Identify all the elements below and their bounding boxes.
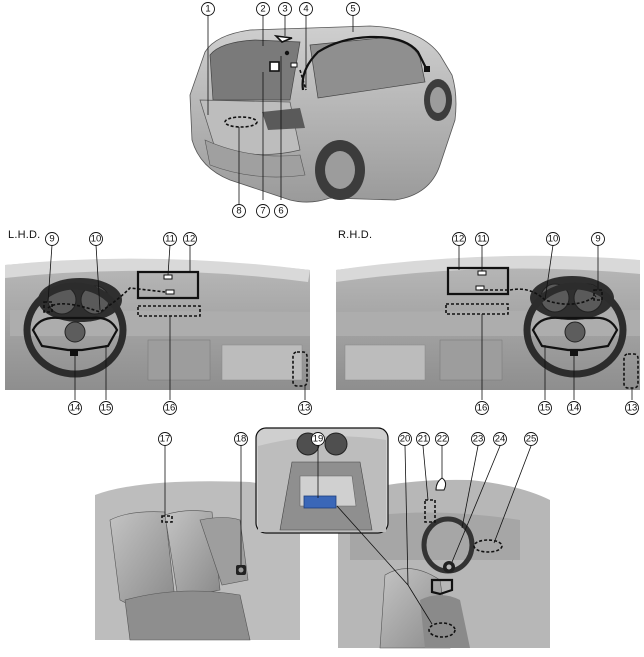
svg-text:12: 12 xyxy=(454,234,465,245)
callout-16-lhd: 16 xyxy=(163,401,177,415)
middle-callout-leaders xyxy=(47,244,633,400)
rear-cabin-illustration xyxy=(95,481,300,641)
svg-text:3: 3 xyxy=(282,4,287,15)
svg-text:9: 9 xyxy=(595,234,600,245)
callout-14-rhd: 14 xyxy=(567,401,581,415)
callout-9-rhd: 9 xyxy=(591,232,605,246)
callout-12-lhd: 12 xyxy=(183,232,197,246)
callout-10-rhd: 10 xyxy=(546,232,560,246)
callout-8: 8 xyxy=(232,204,246,218)
callout-15-lhd: 15 xyxy=(99,401,113,415)
callout-5: 5 xyxy=(346,2,360,16)
svg-text:19: 19 xyxy=(313,434,324,445)
callout-4: 4 xyxy=(299,2,313,16)
callout-12-rhd: 12 xyxy=(452,232,466,246)
svg-text:13: 13 xyxy=(300,403,311,414)
svg-text:13: 13 xyxy=(627,403,638,414)
svg-text:18: 18 xyxy=(236,434,247,445)
svg-text:11: 11 xyxy=(165,234,175,245)
top-callout-leaders xyxy=(207,16,354,204)
callout-24: 24 xyxy=(493,432,507,446)
svg-text:4: 4 xyxy=(303,4,308,15)
lhd-label: L.H.D. xyxy=(8,229,41,241)
svg-text:11: 11 xyxy=(477,234,487,245)
callout-17: 17 xyxy=(158,432,172,446)
callout-16-rhd: 16 xyxy=(475,401,489,415)
svg-text:23: 23 xyxy=(473,434,484,445)
svg-text:7: 7 xyxy=(260,206,265,217)
callout-21: 21 xyxy=(416,432,430,446)
console-zoom-inset xyxy=(255,427,409,586)
callout-2: 2 xyxy=(256,2,270,16)
svg-text:25: 25 xyxy=(526,434,537,445)
callout-1: 1 xyxy=(201,2,215,16)
svg-text:16: 16 xyxy=(165,403,176,414)
callout-25: 25 xyxy=(524,432,538,446)
callout-3: 3 xyxy=(278,2,292,16)
rhd-dashboard-illustration xyxy=(336,255,640,390)
vehicle-exterior-illustration xyxy=(189,25,457,203)
svg-text:10: 10 xyxy=(91,234,102,245)
svg-text:12: 12 xyxy=(185,234,196,245)
callout-7: 7 xyxy=(256,204,270,218)
rhd-label: R.H.D. xyxy=(338,229,373,241)
bottom-callout-leaders xyxy=(164,445,532,625)
callout-15-rhd: 15 xyxy=(538,401,552,415)
lhd-dashboard-illustration xyxy=(5,258,310,390)
callout-11-rhd: 11 xyxy=(475,232,489,246)
callout-10-lhd: 10 xyxy=(89,232,103,246)
svg-text:14: 14 xyxy=(569,403,580,414)
svg-text:6: 6 xyxy=(278,206,283,217)
svg-text:22: 22 xyxy=(437,434,448,445)
svg-text:8: 8 xyxy=(236,206,241,217)
svg-text:17: 17 xyxy=(160,434,171,445)
svg-text:10: 10 xyxy=(548,234,559,245)
callout-23: 23 xyxy=(471,432,485,446)
callout-6: 6 xyxy=(274,204,288,218)
callout-13-lhd: 13 xyxy=(298,401,312,415)
callout-19: 19 xyxy=(311,432,325,446)
svg-text:24: 24 xyxy=(495,434,506,445)
callout-13-rhd: 13 xyxy=(625,401,639,415)
front-cabin-illustration xyxy=(338,477,550,649)
svg-text:5: 5 xyxy=(350,4,355,15)
callout-11-lhd: 11 xyxy=(163,232,177,246)
svg-text:15: 15 xyxy=(540,403,551,414)
svg-text:21: 21 xyxy=(418,434,429,445)
svg-text:14: 14 xyxy=(70,403,81,414)
svg-text:9: 9 xyxy=(49,234,54,245)
svg-text:1: 1 xyxy=(205,4,210,15)
svg-text:2: 2 xyxy=(260,4,265,15)
svg-text:20: 20 xyxy=(400,434,411,445)
callout-20: 20 xyxy=(398,432,412,446)
svg-text:16: 16 xyxy=(477,403,488,414)
svg-text:15: 15 xyxy=(101,403,112,414)
callout-18: 18 xyxy=(234,432,248,446)
callout-22: 22 xyxy=(435,432,449,446)
callout-14-lhd: 14 xyxy=(68,401,82,415)
callout-9-lhd: 9 xyxy=(45,232,59,246)
